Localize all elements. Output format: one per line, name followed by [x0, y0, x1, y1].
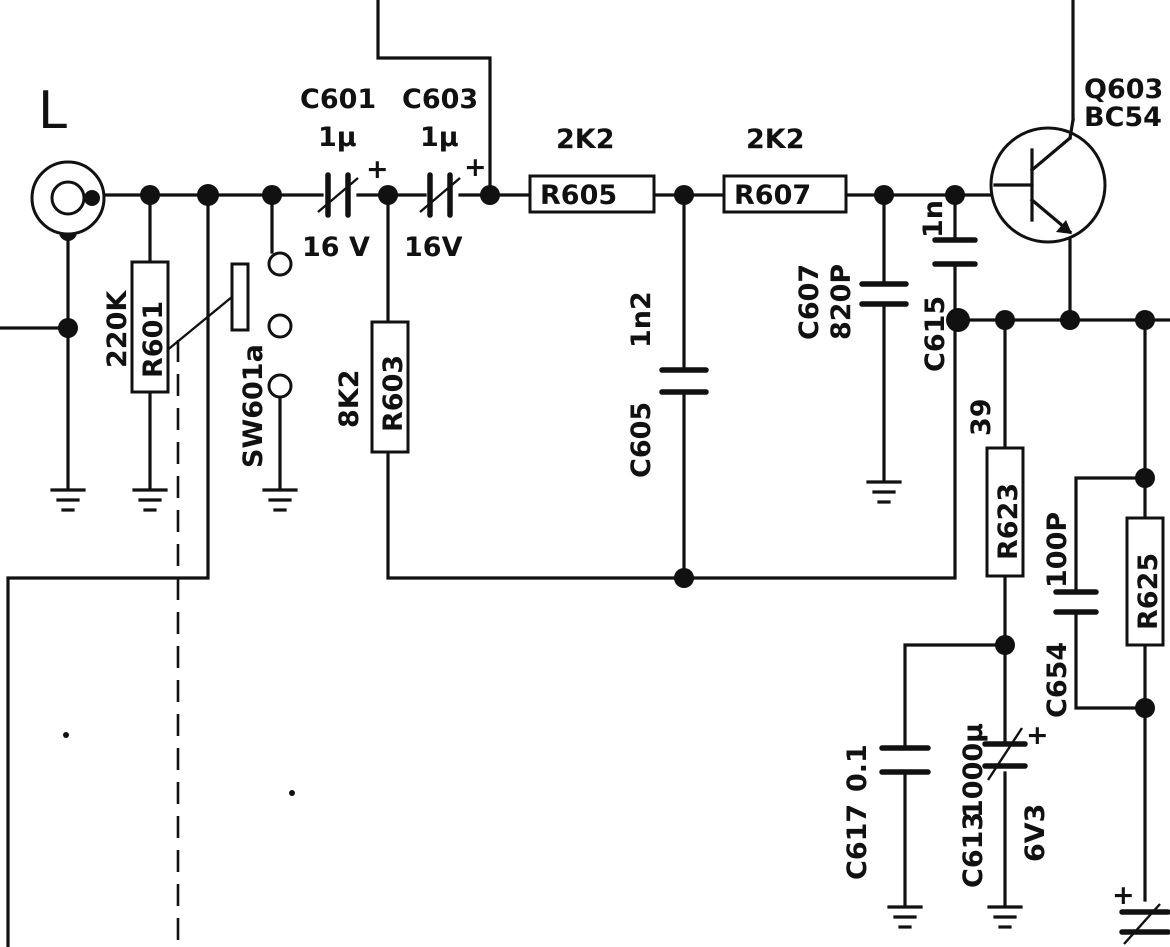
capacitor-c617 — [879, 745, 931, 775]
switch-icon — [230, 251, 293, 399]
c615-ref: C615 — [920, 296, 951, 372]
resistor-r601: R601 — [130, 260, 170, 394]
capacitor-c601 — [317, 172, 359, 218]
c613-value: 1000μ — [958, 723, 989, 818]
resistor-r603: R603 — [370, 320, 410, 454]
r605-value: 2K2 — [556, 124, 615, 155]
sw601-ref: SW601a — [238, 344, 269, 468]
c654-value: 100P — [1042, 512, 1073, 588]
resistor-r625: R625 — [1125, 516, 1165, 647]
c603-plus: + — [464, 152, 487, 183]
c601-ref: C601 — [300, 84, 376, 115]
c613-ref: C613 — [958, 812, 989, 888]
q603-ref: Q603 — [1084, 74, 1163, 105]
capacitor-c654 — [1053, 589, 1099, 615]
ground-icon-6 — [987, 905, 1023, 929]
r607-value: 2K2 — [746, 124, 805, 155]
resistor-r605: R605 — [528, 174, 656, 214]
capacitor-partial-plus: + — [1112, 880, 1135, 911]
svg-text:R623: R623 — [993, 483, 1024, 560]
svg-text:R605: R605 — [540, 180, 617, 211]
c613-plus: + — [1026, 720, 1049, 751]
c601-value: 1μ — [318, 122, 357, 153]
junction-dots — [58, 184, 1155, 718]
c607-ref: C607 — [794, 264, 825, 340]
r623-value: 39 — [966, 398, 997, 436]
switch-lever — [164, 291, 239, 353]
speck — [289, 790, 295, 796]
resistor-r623: R623 — [985, 446, 1025, 578]
r601-value: 220K — [102, 290, 133, 368]
capacitor-c603 — [419, 172, 461, 218]
r603-value: 8K2 — [334, 370, 365, 429]
c613-voltage: 6V3 — [1020, 804, 1051, 862]
svg-text:R607: R607 — [734, 180, 811, 211]
capacitor-c605 — [659, 367, 709, 395]
c603-voltage: 16V — [404, 232, 463, 263]
svg-text:R601: R601 — [138, 301, 169, 378]
c607-value: 820P — [826, 264, 857, 340]
capacitor-c613 — [982, 727, 1028, 781]
capacitor-partial — [1119, 903, 1170, 945]
q603-type: BC54 — [1084, 102, 1162, 133]
c603-ref: C603 — [402, 84, 478, 115]
c601-plus: + — [366, 154, 389, 185]
ground-icon-5 — [887, 905, 923, 929]
speck — [63, 732, 69, 738]
capacitor-c607 — [859, 281, 909, 307]
c605-ref: C605 — [626, 402, 657, 478]
c601-voltage: 16 V — [302, 232, 370, 263]
svg-text:R625: R625 — [1133, 553, 1164, 630]
ground-icon-4 — [866, 480, 902, 504]
svg-text:R603: R603 — [378, 355, 409, 432]
channel-label: L — [38, 81, 67, 141]
resistor-r607: R607 — [722, 174, 848, 214]
capacitor-c615 — [932, 237, 978, 267]
ground-icon-3 — [262, 488, 298, 512]
transistor-icon — [989, 118, 1107, 244]
c603-value: 1μ — [420, 122, 459, 153]
c605-value: 1n2 — [626, 291, 657, 348]
ground-icon-2 — [132, 488, 168, 512]
c654-ref: C654 — [1042, 642, 1073, 718]
c615-value: 1n — [918, 200, 949, 238]
c617-ref: C617 — [842, 804, 873, 880]
ground-icon-1 — [50, 488, 86, 512]
c617-value: 0.1 — [842, 744, 873, 792]
jack-icon — [30, 160, 106, 236]
